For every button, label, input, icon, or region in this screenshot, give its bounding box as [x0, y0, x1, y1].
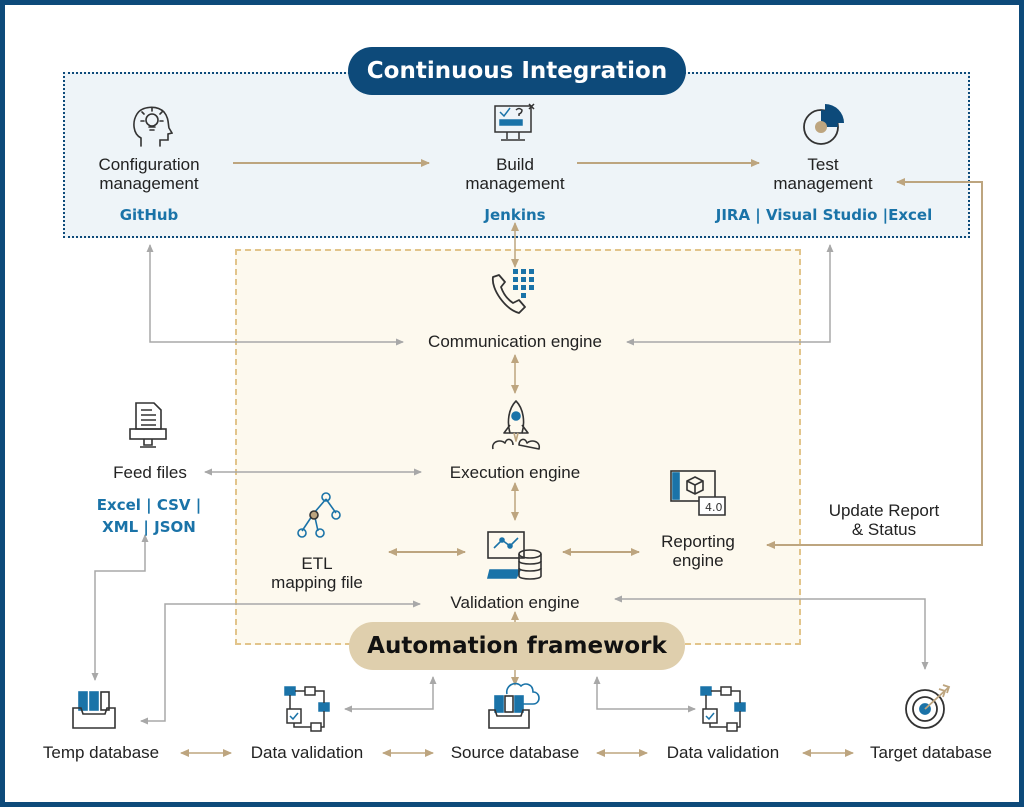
feed-formats-line2: XML | JSON: [102, 518, 196, 536]
document-monitor-icon: [129, 402, 167, 448]
pie-chart-icon: [803, 104, 844, 145]
flowchart-icon: [284, 686, 330, 732]
automation-framework-title: Automation framework: [349, 622, 685, 670]
validation-engine-label: Validation engine: [450, 593, 580, 612]
reporting-label-line2: engine: [672, 551, 724, 570]
build-tool-jenkins: Jenkins: [484, 206, 546, 224]
cloud-database-icon: [488, 682, 540, 729]
data-validation-label-1: Data validation: [250, 743, 364, 762]
test-management-label: Test management: [743, 155, 903, 193]
arrow-dv1-framework: [344, 676, 437, 713]
temp-database-label: Temp database: [42, 743, 160, 762]
rocket-icon: [491, 400, 541, 450]
data-validation-label-2: Data validation: [666, 743, 780, 762]
phone-keypad-icon: [492, 269, 534, 314]
reporting-label-line1: Reporting: [661, 532, 735, 551]
feed-files-label: Feed files: [113, 463, 187, 482]
test-tools: JIRA | Visual Studio |Excel: [715, 206, 933, 224]
computer-checklist-icon: [494, 103, 535, 141]
test-label-line2: management: [773, 174, 873, 193]
execution-engine-label: Execution engine: [449, 463, 581, 482]
update-report-status-label: Update Report & Status: [815, 501, 953, 539]
target-database-label: Target database: [870, 743, 992, 762]
config-tool-github: GitHub: [119, 206, 179, 224]
update-report-line2: & Status: [851, 520, 917, 539]
svg-text:4.0: 4.0: [705, 501, 723, 514]
communication-engine-label: Communication engine: [428, 332, 602, 351]
etl-label-line2: mapping file: [271, 573, 363, 592]
reporting-engine-label: Reporting engine: [643, 532, 753, 570]
arrow-config-comm: [146, 244, 404, 346]
arrow-valid-target: [614, 595, 929, 670]
etl-label-line1: ETL: [301, 554, 333, 573]
update-report-line1: Update Report: [828, 501, 940, 520]
target-icon: [905, 684, 951, 729]
build-label-line1: Build: [496, 155, 534, 174]
config-management-label: Configuration management: [69, 155, 229, 193]
continuous-integration-title: Continuous Integration: [348, 47, 686, 95]
arrow-test-comm: [626, 244, 834, 346]
feed-formats-line1: Excel | CSV |: [96, 496, 202, 514]
database-tray-icon: [72, 691, 116, 729]
head-lightbulb-icon: [133, 106, 173, 147]
arrow-dv2-framework: [593, 676, 696, 713]
config-label-line1: Configuration: [98, 155, 200, 174]
report-cube-icon: 4.0: [670, 470, 726, 516]
flowchart-icon-2: [700, 686, 746, 732]
arrow-report-to-test: [766, 178, 983, 549]
build-label-line2: management: [465, 174, 565, 193]
etl-mapping-label: ETL mapping file: [257, 554, 377, 592]
arrow-temp-valid: [140, 600, 421, 725]
hierarchy-icon: [297, 492, 341, 538]
database-monitor-icon: [486, 531, 542, 580]
build-management-label: Build management: [435, 155, 595, 193]
config-label-line2: management: [99, 174, 199, 193]
feed-file-formats: Excel | CSV | XML | JSON: [79, 494, 219, 538]
test-label-line1: Test: [807, 155, 839, 174]
source-database-label: Source database: [450, 743, 580, 762]
connectors: [91, 159, 983, 757]
arrow-feed-temp: [91, 534, 149, 681]
